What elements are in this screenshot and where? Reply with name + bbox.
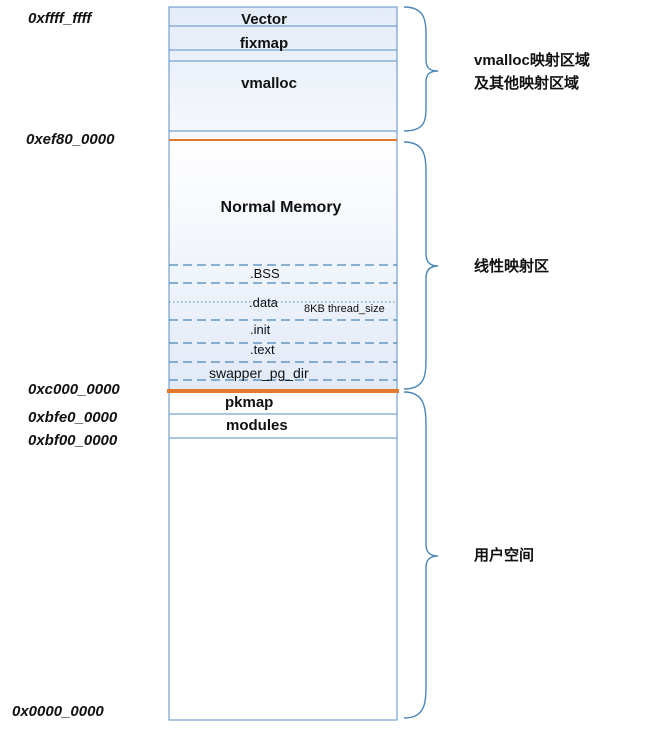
addr-pkmap-start: 0xbfe0_0000 [28, 409, 118, 426]
addr-modules-start: 0xbf00_0000 [28, 432, 118, 449]
addr-vmalloc-start: 0xef80_0000 [26, 131, 115, 148]
addr-kernel-start: 0xc000_0000 [28, 381, 120, 398]
region-user-space: 用户空间 [474, 547, 535, 564]
section-text: .text [250, 342, 275, 357]
section-bss: .BSS [250, 266, 280, 281]
addr-bottom: 0x0000_0000 [12, 703, 104, 720]
brace-linear-region [403, 141, 439, 390]
thread-size-label: 8KB thread_size [304, 303, 385, 315]
region-linear: 线性映射区 [474, 258, 550, 275]
vmalloc-area-fill [169, 7, 397, 140]
section-data: .data [249, 295, 278, 310]
region-vmalloc-line1: vmalloc映射区域 [474, 52, 590, 69]
memory-column [168, 6, 398, 721]
segment-fixmap: fixmap [239, 35, 289, 52]
segment-modules: modules [226, 417, 288, 434]
section-init: .init [250, 322, 271, 337]
region-vmalloc-line2: 及其他映射区域 [474, 75, 580, 92]
brace-user-region [403, 391, 439, 719]
segment-vmalloc: vmalloc [241, 75, 297, 92]
addr-top: 0xffff_ffff [28, 10, 92, 27]
segment-vector: Vector [241, 11, 287, 28]
segment-pkmap: pkmap [225, 394, 274, 411]
section-swapper-pg-dir: swapper_pg_dir [209, 365, 309, 381]
segment-normal-memory: Normal Memory [220, 199, 342, 216]
brace-vmalloc-region [403, 6, 439, 132]
